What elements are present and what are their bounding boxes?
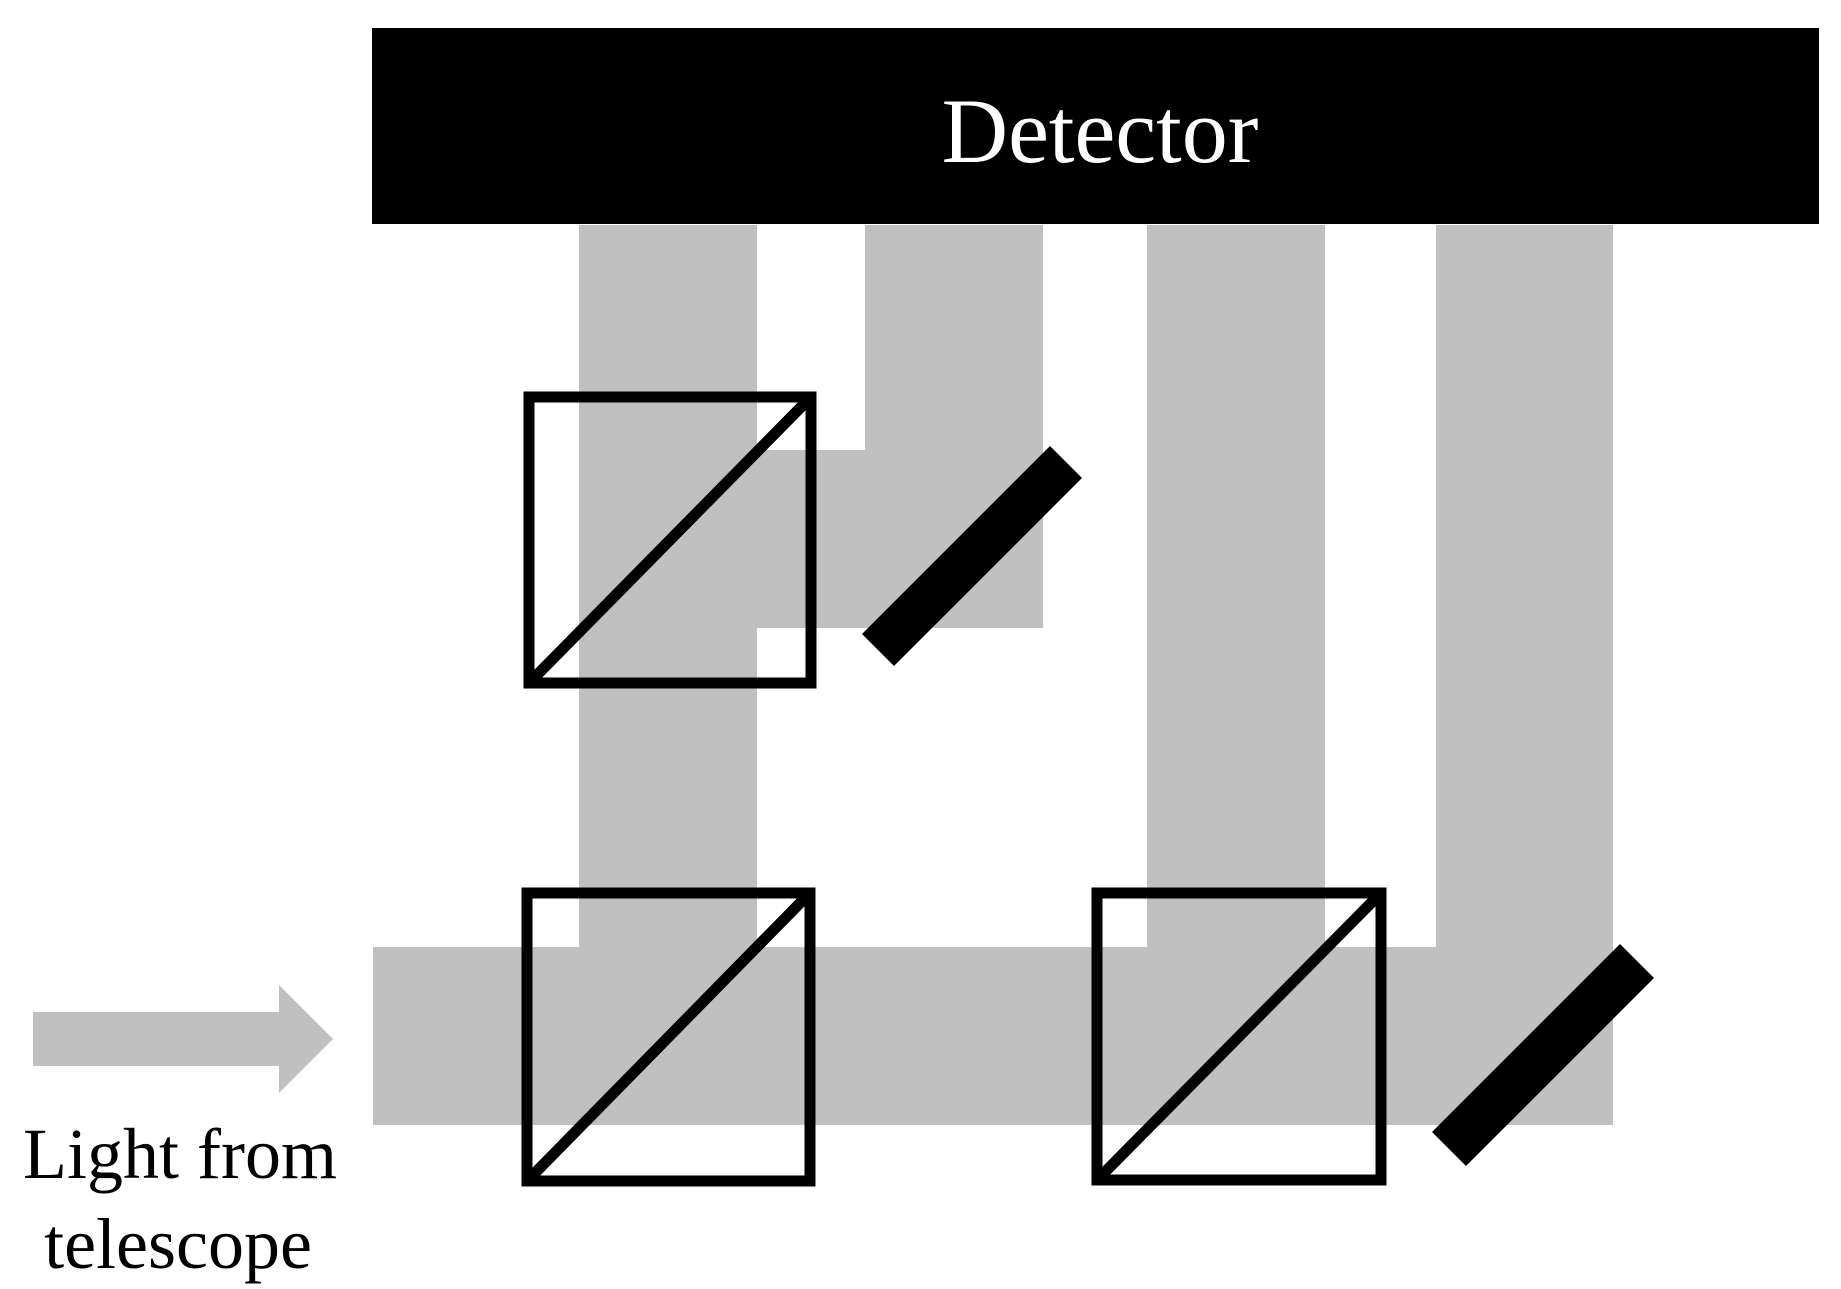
beam-input-horizontal <box>373 947 1613 1125</box>
detector-label: Detector <box>942 80 1259 182</box>
input-label-line-2: telescope <box>44 1204 312 1284</box>
beam-column-2 <box>865 225 1043 450</box>
beam-column-4 <box>1436 225 1613 947</box>
detector-bar <box>372 28 1819 224</box>
beamsplitter-cube-upper <box>523 391 817 689</box>
beam-column-1 <box>579 225 757 947</box>
beamsplitter-cube-lower-right <box>1091 887 1387 1186</box>
mirror-upper <box>862 446 1082 666</box>
input-label-line-1: Light from <box>23 1114 337 1194</box>
beam-column-3 <box>1147 225 1325 947</box>
mirror-lower <box>1432 944 1654 1166</box>
beamsplitter-cube-lower-left <box>521 887 816 1187</box>
input-arrow-icon <box>33 985 333 1093</box>
light-beams <box>373 225 1613 1125</box>
